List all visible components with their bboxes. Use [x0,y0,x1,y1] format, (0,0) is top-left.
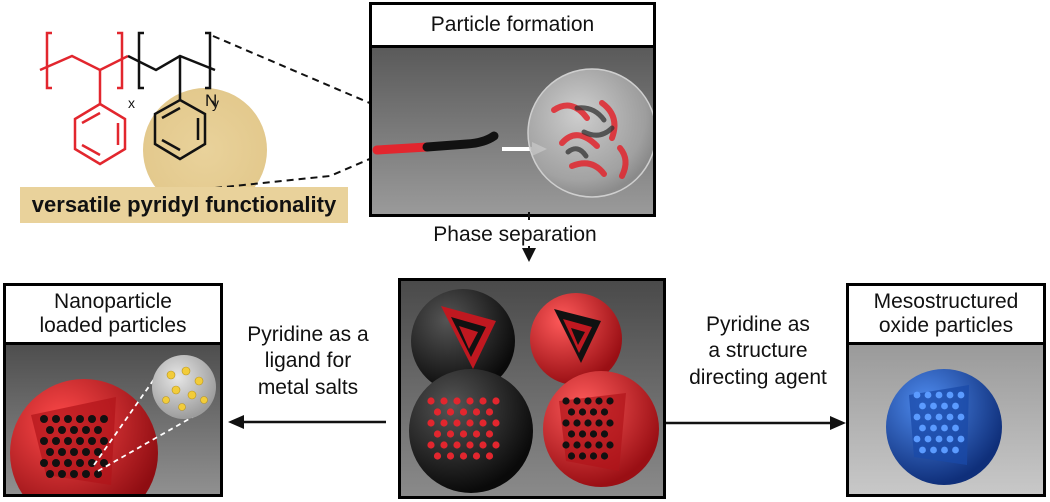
nanoparticle-panel [3,342,223,497]
structure-directing-caption: Pyridine as a structure directing agent [673,312,843,391]
nanoparticle-title-line-2: loaded particles [39,314,187,337]
polymer-structure-drawing: x y N [39,31,373,212]
ligand-caption-line-2: ligand for [264,349,352,373]
structure-caption-line-3: directing agent [689,365,827,389]
oxide-panel-title: Mesostructured oxide particles [846,283,1046,345]
styrene-unit [39,31,129,166]
zoom-line-bottom [214,157,373,189]
nanoparticle-title-line-1: Nanoparticle [54,289,172,313]
phase-separated-particles [401,281,663,496]
nanoparticle-loaded-scene [6,345,220,494]
black-block-chain [422,131,499,152]
particle-formation-panel [369,45,656,217]
phase-separation-label: Phase separation [433,223,597,246]
subscript-x: x [128,95,135,111]
nanoparticle-panel-title: Nanoparticle loaded particles [3,283,223,345]
vinylpyridine-unit [127,31,216,161]
subscript-y: y [212,95,219,111]
oxide-panel [846,342,1046,497]
phase-separation-arrow [522,212,536,262]
chemical-structure: x y N [0,0,373,230]
left-arrow [228,415,386,429]
ligand-caption: Pyridine as a ligand for metal salts [238,322,378,401]
oxide-title-line-2: oxide particles [878,314,1014,337]
ligand-caption-line-3: metal salts [257,375,359,399]
red-block-chain [372,142,432,155]
pyridyl-functionality-label: versatile pyridyl functionality [20,187,348,223]
oxide-title-line-1: Mesostructured [873,289,1019,313]
ligand-caption-line-1: Pyridine as a [247,323,369,346]
phase-separation-panel [398,278,666,499]
pyridine-nitrogen: N [205,91,217,110]
right-arrow [666,416,846,430]
structure-caption-line-2: a structure [708,339,808,363]
particle-formation-title: Particle formation [369,2,656,48]
mesostructured-oxide-scene [849,345,1043,494]
highlight-circle [143,88,267,212]
zoom-line-top [212,35,373,105]
structure-caption-line-1: Pyridine as [706,313,810,336]
particle-formation-scene [372,48,653,214]
